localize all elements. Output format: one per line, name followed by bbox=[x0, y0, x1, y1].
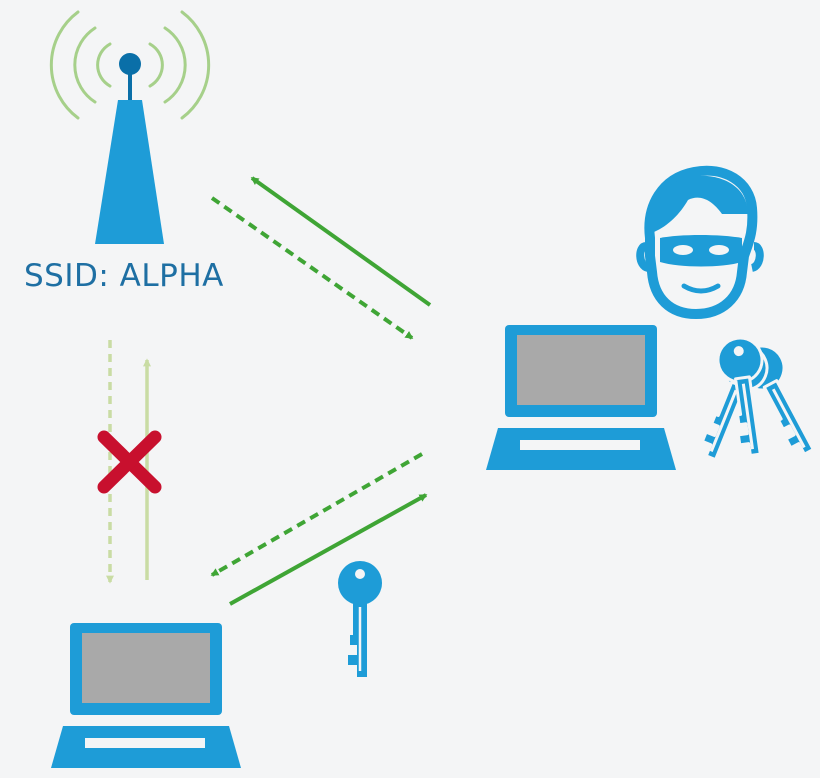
key-pair-icon bbox=[700, 336, 815, 462]
key-icon bbox=[338, 561, 382, 677]
arrow-attacker-to-tower bbox=[250, 176, 432, 307]
arrow-attacker-to-client-dashed bbox=[210, 452, 423, 577]
attacker-laptop-icon bbox=[486, 325, 676, 470]
red-cross-icon bbox=[97, 430, 162, 494]
signal-waves bbox=[49, 10, 211, 120]
masked-face-icon bbox=[636, 165, 764, 319]
arrow-tower-to-attacker-dashed bbox=[210, 196, 414, 340]
radio-tower-icon bbox=[49, 10, 211, 244]
arrow-client-to-attacker bbox=[229, 493, 428, 606]
ssid-label: SSID: ALPHA bbox=[24, 258, 224, 294]
client-laptop-icon bbox=[51, 623, 241, 768]
